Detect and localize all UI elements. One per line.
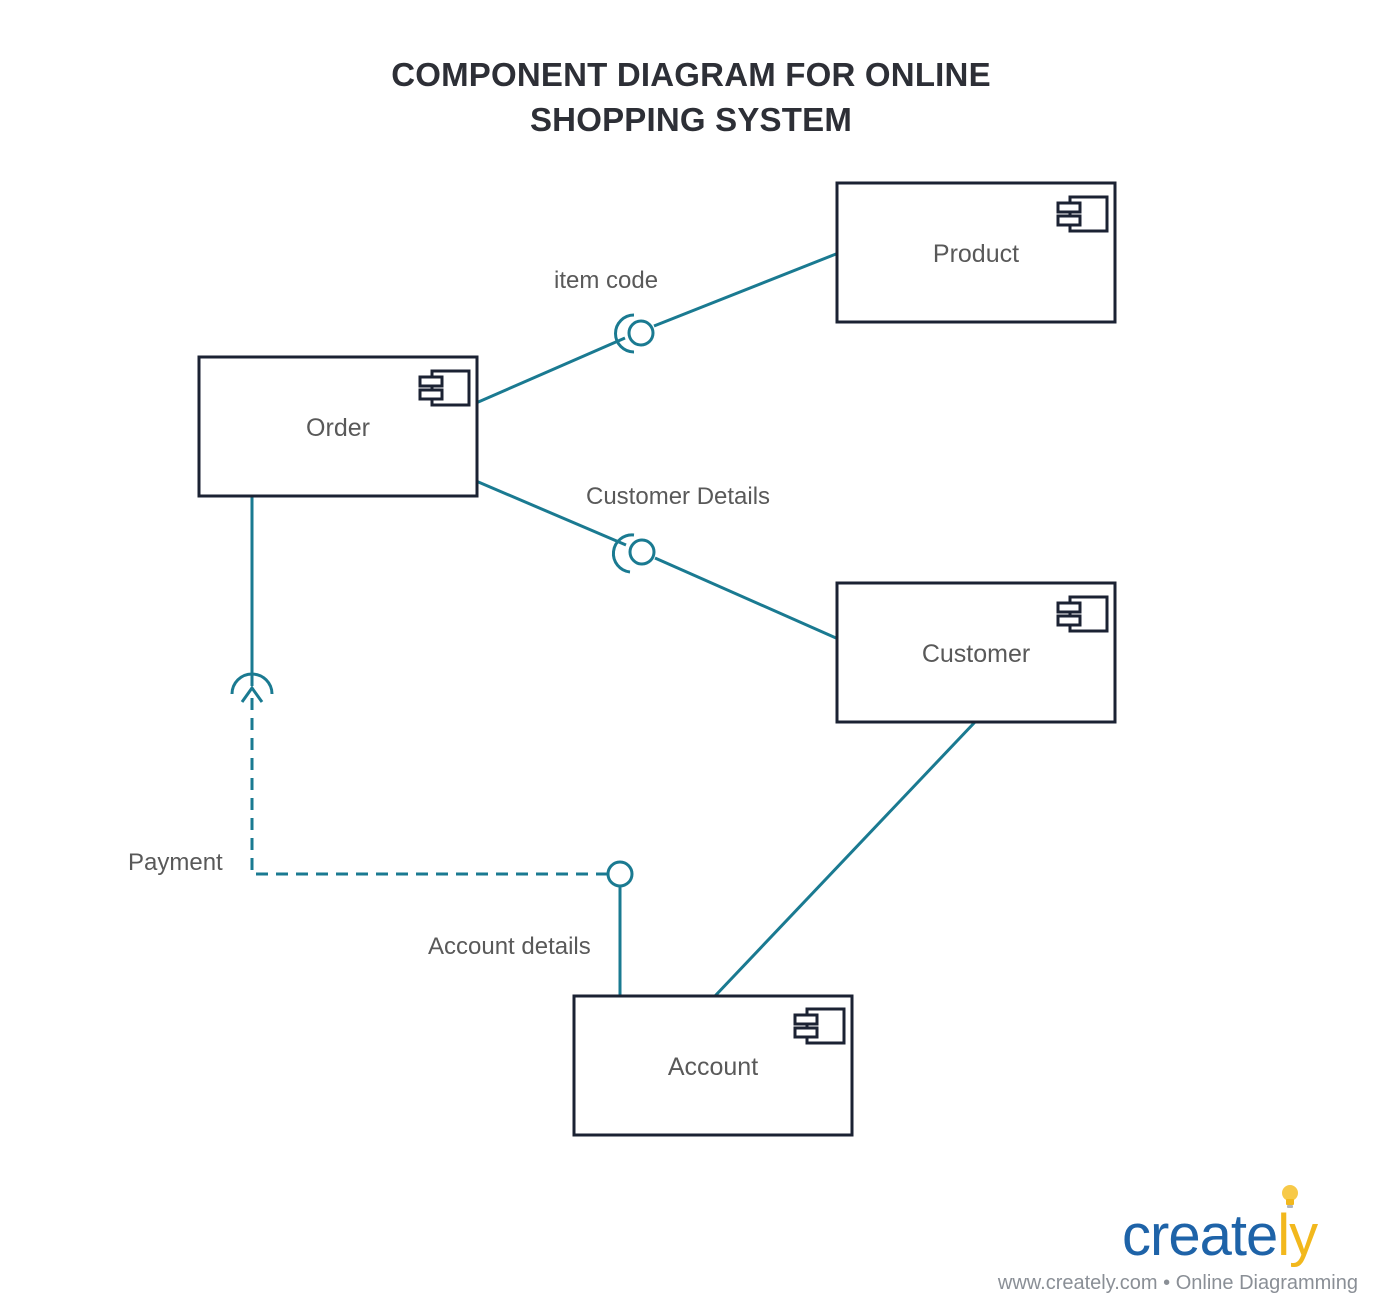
title-line-1: COMPONENT DIAGRAM FOR ONLINE (391, 56, 991, 93)
ball-item-code (627, 319, 655, 347)
dependency-arrowhead (240, 685, 264, 703)
socket-payment (230, 672, 274, 695)
label-payment: Payment (128, 849, 223, 876)
lightbulb-icon (1282, 1185, 1298, 1208)
label-item-code: item code (554, 267, 658, 294)
component-account: Account (572, 994, 854, 1137)
title-line-2: SHOPPING SYSTEM (529, 101, 853, 138)
component-icon (793, 1007, 846, 1045)
component-icon (1056, 195, 1109, 233)
socket-customer-details (611, 533, 635, 574)
dependency-payment (250, 692, 608, 876)
connector-order-item-code (475, 336, 626, 405)
connector-customer-details-customer (654, 556, 837, 640)
connector-order-customer-details (475, 479, 627, 547)
connector-item-code-product (653, 252, 837, 328)
connector-customer-account (713, 720, 977, 998)
label-account-details: Account details (428, 933, 591, 960)
component-customer: Customer (835, 581, 1117, 724)
component-account-label: Account (668, 1053, 758, 1081)
socket-item-code (614, 313, 635, 354)
ball-customer-details (628, 538, 656, 566)
component-product-label: Product (933, 240, 1019, 268)
component-customer-label: Customer (922, 640, 1030, 668)
component-order-label: Order (306, 414, 370, 442)
creately-wordmark: creately (1122, 1203, 1318, 1268)
component-icon (418, 369, 471, 407)
component-icon (1056, 595, 1109, 633)
component-product: Product (835, 181, 1117, 324)
label-customer-details: Customer Details (586, 483, 770, 510)
creately-logo: creately (1122, 1185, 1362, 1278)
ball-account-details (606, 860, 634, 888)
brand-tagline: www.creately.com • Online Diagramming (997, 1272, 1358, 1294)
page-title: COMPONENT DIAGRAM FOR ONLINE SHOPPING SY… (0, 52, 1382, 142)
component-order: Order (197, 355, 479, 498)
